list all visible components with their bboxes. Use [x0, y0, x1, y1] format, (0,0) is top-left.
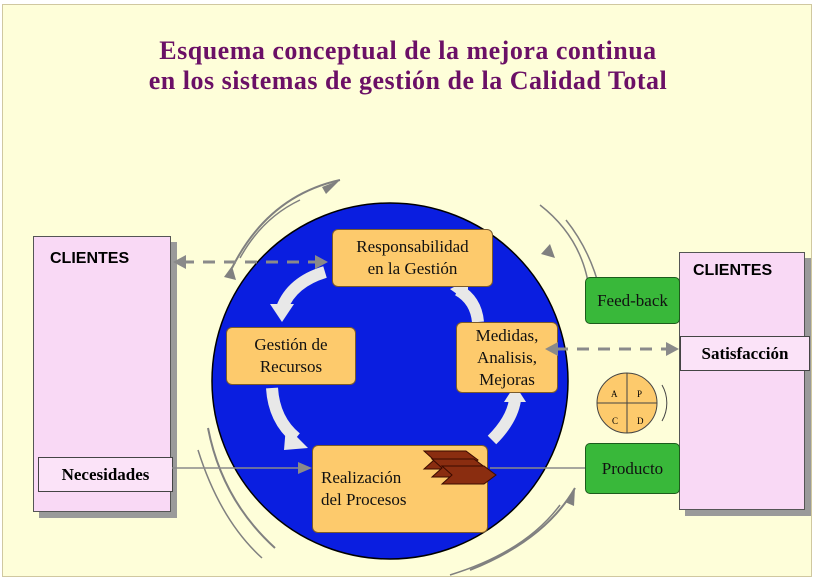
swoosh-arrowhead-right	[541, 244, 555, 258]
swoosh-arc-left-bottom-2	[197, 449, 263, 559]
swoosh-arrowhead-bottom	[565, 488, 575, 506]
product-box: Producto	[585, 443, 680, 494]
resources-line-2: Recursos	[259, 357, 323, 376]
pdca-label-d: D	[637, 416, 644, 426]
dashed-link-measures-head	[545, 342, 558, 356]
right-clients-panel	[679, 252, 805, 510]
right-clients-label: CLIENTES	[693, 262, 773, 279]
realization-line-1: Realización	[321, 468, 402, 487]
responsibility-line-2: en la Gestión	[367, 259, 458, 278]
needs-arrow-head	[298, 462, 312, 474]
measures-process-box: Medidas, Analisis, Mejoras	[456, 322, 558, 393]
title-line-2: en los sistemas de gestión de la Calidad…	[148, 66, 668, 95]
cycle-arrow-top-left-head	[270, 304, 294, 322]
product-chevron-3	[440, 465, 497, 485]
cycle-arrow-top-left	[276, 266, 327, 311]
swoosh-arc-top-left	[231, 179, 341, 269]
swoosh-arc-bottom-right-2	[449, 504, 561, 576]
realization-process-box: Realización del Procesos	[312, 445, 488, 533]
dashed-link-right-head	[315, 255, 328, 269]
measures-line-2: Analisis,	[477, 347, 537, 367]
realization-line-2: del Procesos	[321, 490, 407, 509]
needs-box: Necesidades	[38, 457, 173, 492]
responsibility-line-1: Responsabilidad	[356, 237, 469, 256]
measures-line-3: Mejoras	[479, 369, 535, 389]
swoosh-arc-top-left-2	[239, 199, 301, 259]
swoosh-arrowhead-top	[322, 180, 340, 194]
diagram-title: Esquema conceptual de la mejora continua…	[0, 36, 816, 96]
left-clients-label: CLIENTES	[50, 250, 130, 267]
measures-line-1: Medidas,	[475, 325, 539, 345]
title-line-1: Esquema conceptual de la mejora continua	[159, 36, 657, 65]
resources-line-1: Gestión de	[254, 335, 328, 354]
dashed-link-left-head	[173, 255, 186, 269]
swoosh-arrowhead-left	[224, 266, 236, 280]
responsibility-process-box: Responsabilidad en la Gestión	[332, 229, 493, 287]
cycle-arrow-left-head	[284, 426, 308, 450]
resources-process-box: Gestión de Recursos	[226, 327, 356, 385]
swoosh-arc-left-bottom	[207, 427, 276, 549]
dashed-link-satisfaction-head	[666, 342, 679, 356]
pdca-label-a: A	[611, 389, 618, 399]
feedback-box: Feed-back	[585, 277, 680, 324]
pdca-outer-arc	[661, 384, 668, 422]
pdca-label-c: C	[612, 416, 618, 426]
satisfaction-box: Satisfacción	[680, 336, 810, 371]
pdca-label-p: P	[637, 389, 642, 399]
cycle-arrow-bottom-right	[487, 398, 521, 445]
cycle-arrow-bottom-right-head	[504, 385, 526, 402]
